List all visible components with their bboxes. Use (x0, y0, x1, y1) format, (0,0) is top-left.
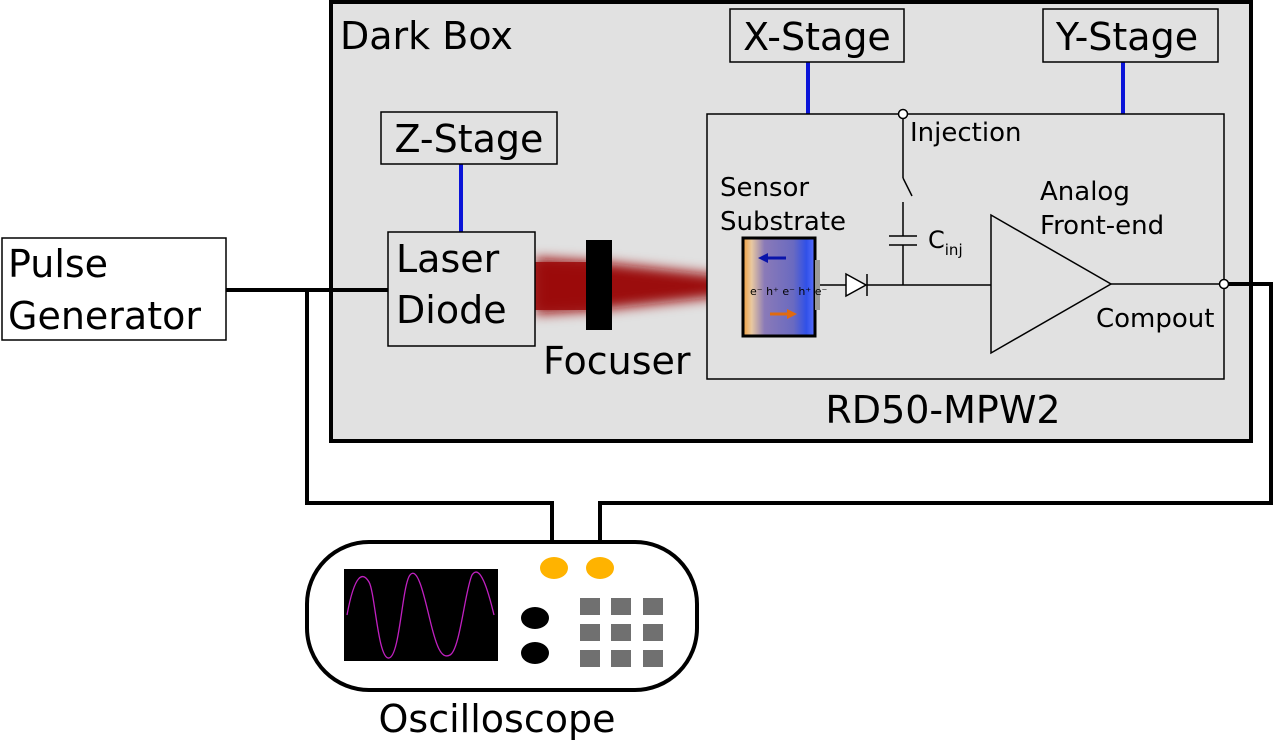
y-stage-label: Y-Stage (1055, 15, 1198, 59)
sensor-label-1: Sensor (720, 173, 809, 203)
injection-node (897, 108, 909, 120)
laser-diode-label-1: Laser (396, 237, 500, 281)
afe-amplifier (990, 213, 1113, 355)
button-1 (580, 598, 600, 615)
probe-input-2 (586, 557, 614, 579)
sensor-label-2: Substrate (720, 207, 846, 237)
x-stage-label: X-Stage (743, 15, 891, 59)
signal-cable (598, 282, 1273, 560)
chip-label: RD50-MPW2 (825, 388, 1060, 432)
x-stage-box (729, 8, 905, 63)
hole-arrow-head (787, 309, 797, 319)
button-9 (643, 650, 663, 667)
afe-label-1: Analog (1040, 177, 1130, 207)
button-6 (643, 624, 663, 641)
z-stage-label: Z-Stage (395, 117, 544, 161)
focuser-label: Focuser (543, 339, 691, 383)
pulse-generator-label-2: Generator (8, 294, 201, 338)
pulse-generator-label-1: Pulse (8, 242, 108, 286)
button-4 (580, 624, 600, 641)
button-8 (611, 650, 631, 667)
diode-symbol (845, 272, 868, 298)
oscilloscope-screen (344, 569, 498, 661)
injection-label: Injection (910, 118, 1021, 148)
compout-node (1218, 278, 1230, 290)
charge-carriers: e⁻ h⁺ e⁻ h⁺ e⁻ (750, 285, 827, 298)
button-2 (611, 598, 631, 615)
electron-arrow-head (758, 253, 768, 263)
laser-diode-label-2: Diode (396, 288, 507, 332)
knob-2 (521, 642, 549, 664)
pulse-generator-box (1, 237, 227, 341)
z-stage-box (380, 111, 558, 165)
afe-label-2: Front-end (1040, 211, 1164, 241)
button-5 (611, 624, 631, 641)
dark-box-label: Dark Box (340, 14, 513, 58)
trigger-cable (305, 290, 554, 560)
injection-switch (902, 177, 913, 197)
y-stage-box (1042, 8, 1219, 63)
button-7 (580, 650, 600, 667)
laser-diode-box (387, 231, 536, 347)
focuser-lens (586, 240, 612, 330)
button-3 (643, 598, 663, 615)
laser-beam-core (535, 262, 595, 310)
oscilloscope-label: Oscilloscope (379, 697, 616, 741)
probe-input-1 (540, 557, 568, 579)
sensor-contact (815, 260, 820, 310)
knob-1 (521, 607, 549, 629)
compout-label: Compout (1096, 304, 1214, 334)
oscilloscope-trace (346, 571, 495, 659)
cinj-label: Cinj (928, 226, 963, 259)
